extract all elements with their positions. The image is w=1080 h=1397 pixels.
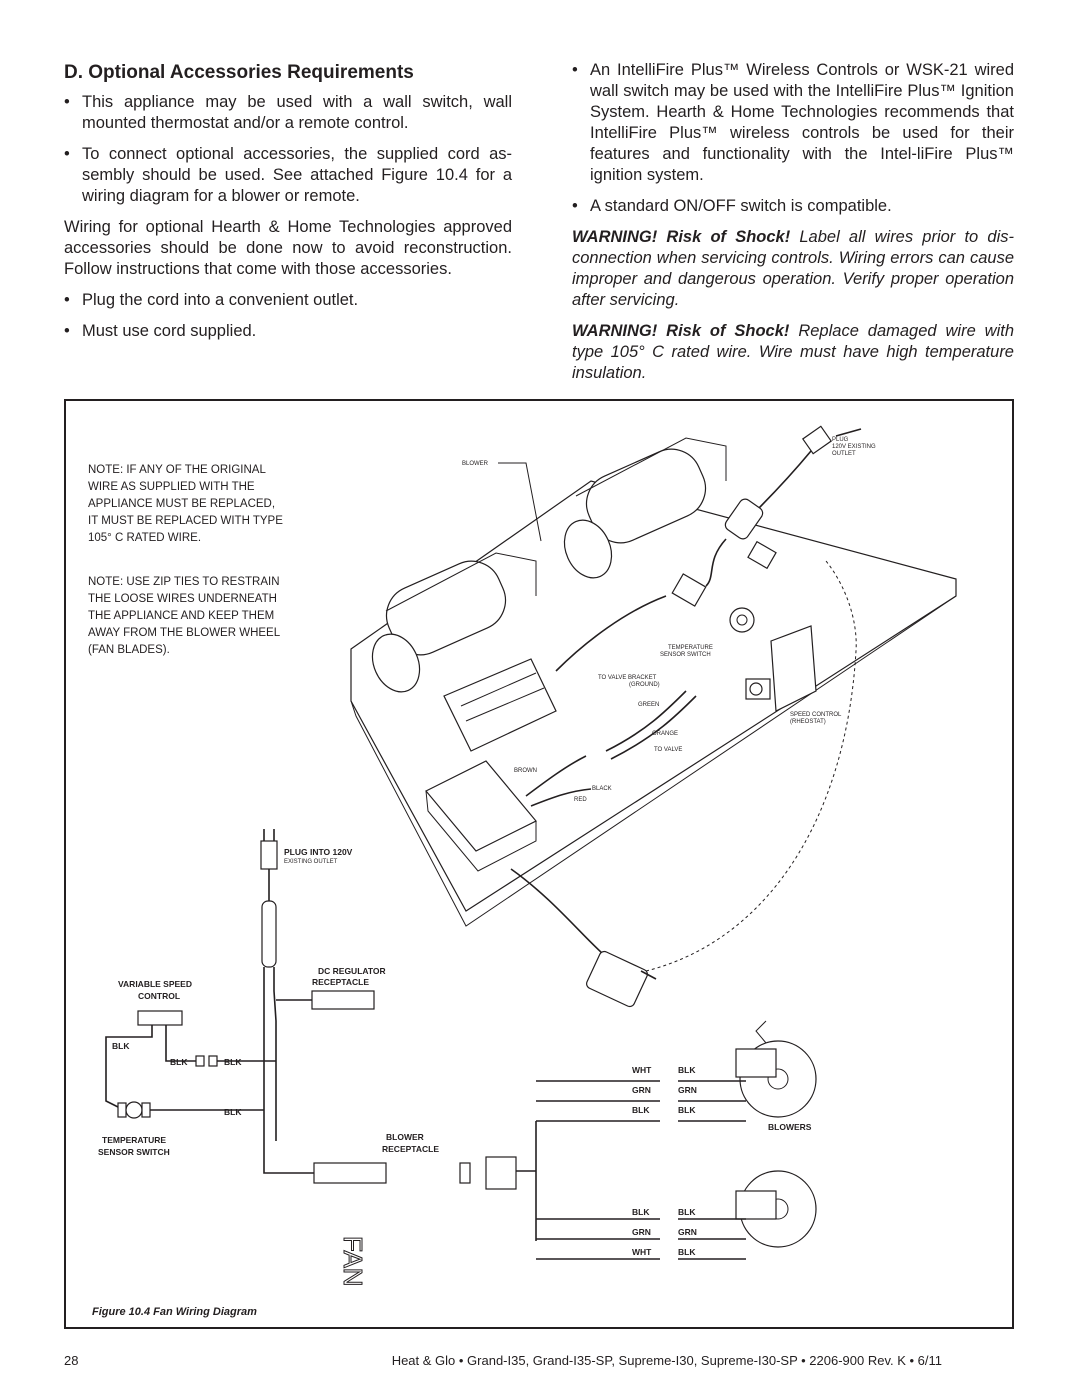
blk-label: BLK xyxy=(224,1107,242,1117)
note-zip-ties: NOTE: USE ZIP TIES TO RESTRAIN THE LOOSE… xyxy=(88,576,283,656)
temp-sensor-label: SENSOR SWITCH xyxy=(660,652,711,658)
orange-label: ORANGE xyxy=(652,731,678,737)
blower-receptacle xyxy=(313,1162,387,1184)
temp-sensor-label: TEMPERATURE xyxy=(668,645,713,651)
existing-outlet-label: EXISTING OUTLET xyxy=(284,859,338,865)
plug-cord xyxy=(555,425,862,672)
control-module xyxy=(425,760,537,872)
bullet-intellifire: An IntelliFire Plus™ Wireless Controls o… xyxy=(572,60,1014,186)
blower-assembly xyxy=(371,437,727,693)
temperature-label: TEMPERATURE xyxy=(102,1135,166,1145)
blk-label: BLK xyxy=(224,1057,242,1067)
blk-label: BLK xyxy=(632,1105,650,1115)
blower-upper-wires xyxy=(536,1080,746,1122)
valve-bracket-label: TO VALVE BRACKET xyxy=(598,675,657,681)
dc-adapter xyxy=(586,950,657,1008)
warning-title: WARNING! Risk of Shock! xyxy=(572,322,790,340)
plug-into-label: PLUG INTO 120V xyxy=(284,847,353,857)
wht-label: WHT xyxy=(632,1247,652,1257)
brown-label: BROWN xyxy=(514,768,537,774)
receptacle-label: RECEPTACLE xyxy=(382,1144,439,1154)
dc-regulator-label: DC REGULATOR xyxy=(318,966,386,976)
fan-wiring-figure: NOTE: IF ANY OF THE ORIGINAL WIRE AS SUP… xyxy=(64,399,1014,1329)
blower-upper xyxy=(735,1020,817,1118)
ground-label: (GROUND) xyxy=(629,682,660,688)
bullet-plug-cord: Plug the cord into a convenient outlet. xyxy=(64,290,512,311)
wiring-diagram: NOTE: IF ANY OF THE ORIGINAL WIRE AS SUP… xyxy=(88,425,957,1318)
grn-label: GRN xyxy=(632,1227,651,1237)
schematic-plug xyxy=(260,829,278,1161)
dc-regulator-receptacle xyxy=(311,990,375,1010)
receptacle-label: RECEPTACLE xyxy=(312,977,369,987)
warning-title: WARNING! Risk of Shock! xyxy=(572,228,791,246)
blk-label: BLK xyxy=(678,1065,696,1075)
blowers-label: BLOWERS xyxy=(768,1122,812,1132)
fan-label: FAN xyxy=(338,1236,368,1287)
warning-replace-wire: WARNING! Risk of Shock! Replace damaged … xyxy=(572,321,1014,384)
plug-outlet-label: OUTLET xyxy=(832,451,856,457)
red-label: RED xyxy=(574,797,587,803)
warning-label-wires: WARNING! Risk of Shock! Label all wires … xyxy=(572,227,1014,311)
warning-text: Replace damaged wire with type 105° C ra… xyxy=(572,322,1014,382)
plug-existing-label: 120V EXISTING xyxy=(832,444,876,450)
footer-text: Heat & Glo • Grand-I35, Grand-I35-SP, Su… xyxy=(391,1353,942,1368)
blk-label: BLK xyxy=(112,1041,130,1051)
terminal-block xyxy=(443,658,557,752)
page-number: 28 xyxy=(64,1353,79,1368)
note-replace-wire: NOTE: IF ANY OF THE ORIGINAL WIRE AS SUP… xyxy=(88,464,286,544)
black-label: BLACK xyxy=(592,786,612,792)
blk-label: BLK xyxy=(632,1207,650,1217)
grn-label: GRN xyxy=(678,1227,697,1237)
fan-plug-connector xyxy=(459,1162,471,1184)
blower-lower xyxy=(735,1170,817,1248)
bullet-cord-supplied: Must use cord supplied. xyxy=(64,321,512,342)
wht-label: WHT xyxy=(632,1065,652,1075)
section-heading: D. Optional Accessories Requirements xyxy=(64,62,414,83)
variable-speed-control xyxy=(137,1010,183,1026)
speed-control-label: SPEED CONTROL xyxy=(790,712,842,718)
green-label: GREEN xyxy=(638,702,659,708)
grn-label: GRN xyxy=(678,1085,697,1095)
speed-control-rheostat xyxy=(745,625,817,712)
blk-label: BLK xyxy=(678,1207,696,1217)
blower-lower-wires xyxy=(536,1218,746,1260)
schematic-temp-sensor xyxy=(117,1101,264,1119)
wiring-paragraph: Wiring for optional Hearth & Home Techno… xyxy=(64,218,512,278)
rheostat-label: (RHEOSTAT) xyxy=(790,719,826,725)
blk-label: BLK xyxy=(170,1057,188,1067)
right-column: An IntelliFire Plus™ Wireless Controls o… xyxy=(572,60,1014,394)
bullet-cord-assembly: To connect optional accessories, the sup… xyxy=(64,144,512,207)
sensor-switch-label: SENSOR SWITCH xyxy=(98,1147,170,1157)
blower-receptacle-label: BLOWER xyxy=(386,1132,424,1142)
bullet-wall-switch: This appliance may be used with a wall s… xyxy=(64,92,512,134)
blk-label: BLK xyxy=(678,1105,696,1115)
bullet-on-off-switch: A standard ON/OFF switch is compatible. xyxy=(572,196,1014,217)
figure-caption: Figure 10.4 Fan Wiring Diagram xyxy=(92,1306,257,1318)
variable-speed-label: VARIABLE SPEED xyxy=(118,979,192,989)
grn-label: GRN xyxy=(632,1085,651,1095)
blower-label: BLOWER xyxy=(462,461,489,467)
plug-label: PLUG xyxy=(832,437,849,443)
control-label: CONTROL xyxy=(138,991,180,1001)
to-valve-label: TO VALVE xyxy=(654,747,682,753)
blk-label: BLK xyxy=(678,1247,696,1257)
warning-text: Label all wires prior to dis-connection … xyxy=(572,228,1014,309)
temp-sensor-switch xyxy=(729,607,755,633)
left-column: D. Optional Accessories Requirements Thi… xyxy=(64,60,512,352)
